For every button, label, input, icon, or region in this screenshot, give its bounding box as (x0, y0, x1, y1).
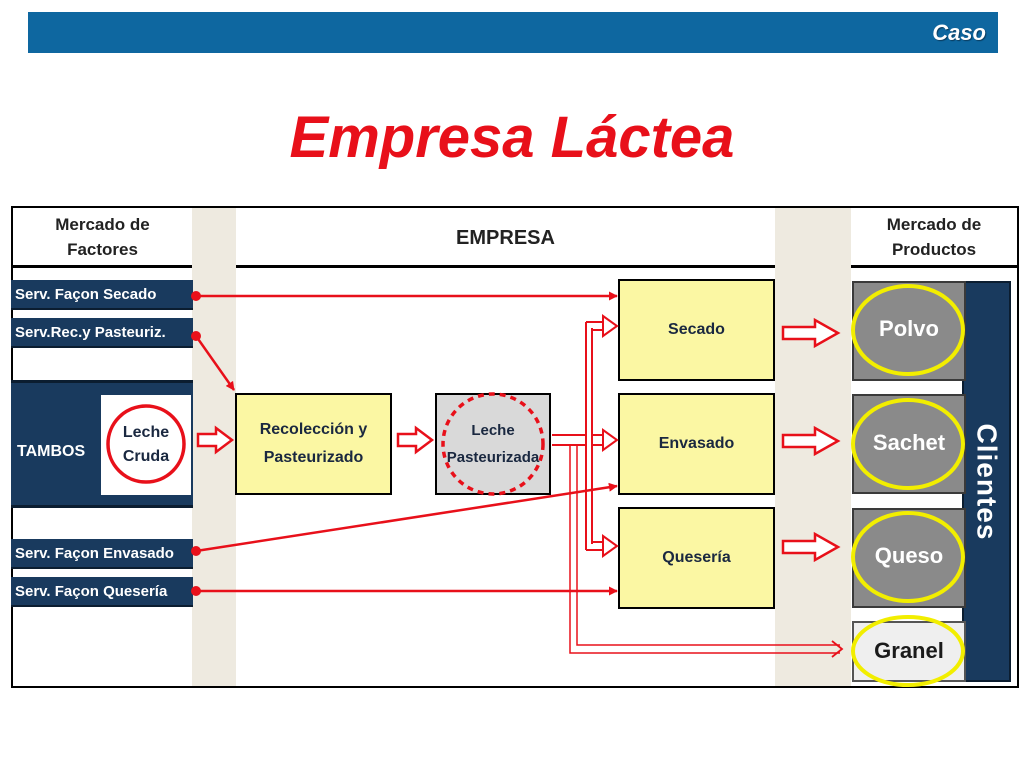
block-arrow-recoleccion-leche (396, 425, 435, 455)
dot-secado-service (191, 291, 201, 301)
serv-rec-pasteuriz: Serv.Rec.y Pasteuriz. (11, 318, 193, 348)
leche-cruda-line1: Leche (122, 424, 170, 441)
tambos-block: TAMBOS Leche Cruda (11, 380, 193, 508)
productos-header-line (851, 265, 1017, 268)
product-highlights (851, 284, 965, 687)
dot-queseria-service (191, 586, 201, 596)
dot-rec-pasteuriz-service (191, 331, 201, 341)
queso-highlight (851, 511, 965, 603)
arrow-rec-pasteuriz-service (194, 335, 236, 391)
empresa-header-line (236, 265, 775, 268)
block-arrow-envasado-sachet (781, 425, 841, 457)
branch-top (586, 321, 603, 331)
block-arrow-secado-polvo (781, 317, 841, 349)
block-arrow-queseria-queso (781, 531, 841, 563)
branch-arrows (552, 314, 619, 558)
leche-cruda-line2: Cruda (122, 448, 170, 465)
queso-label: Queso (874, 543, 944, 568)
branch-mid (592, 434, 603, 446)
slide-title: Empresa Láctea (289, 105, 735, 170)
empresa-heading: EMPRESA (456, 227, 555, 249)
flow-block-arrows (196, 317, 841, 563)
branch-top-head (602, 314, 619, 338)
polvo-label: Polvo (879, 316, 939, 341)
factores-header-line (13, 265, 192, 268)
queseria-box: Quesería (618, 507, 775, 609)
sachet-label: Sachet (872, 430, 946, 455)
service-arrows (191, 291, 618, 596)
granel-line (569, 445, 844, 658)
header-bar: Caso (28, 12, 998, 53)
polvo-highlight (851, 284, 965, 376)
case-tag: Caso (932, 20, 986, 45)
serv-facon-envasado: Serv. Façon Envasado (11, 539, 193, 569)
granel-highlight (851, 615, 965, 687)
sachet-highlight (851, 398, 965, 490)
dot-envasado-service (191, 546, 201, 556)
branch-bottom-head (602, 534, 619, 558)
branch-bottom (586, 541, 603, 551)
arrow-envasado-service (195, 482, 618, 553)
tambos-label: TAMBOS (17, 443, 86, 460)
leche-pasteurizada-circle (441, 392, 545, 496)
envasado-box: Envasado (618, 393, 775, 495)
branch-vertical (585, 322, 593, 550)
branch-mid-head (602, 428, 619, 452)
granel-label: Granel (874, 638, 944, 663)
serv-facon-queseria: Serv. Façon Quesería (11, 577, 193, 607)
leche-cruda-box: Leche Cruda (101, 395, 191, 495)
serv-facon-secado: Serv. Façon Secado (11, 280, 193, 310)
block-arrow-tambos-recoleccion (196, 425, 235, 455)
leche-cruda-circle (106, 404, 186, 484)
branch-trunk (552, 434, 586, 446)
secado-box: Secado (618, 279, 775, 381)
